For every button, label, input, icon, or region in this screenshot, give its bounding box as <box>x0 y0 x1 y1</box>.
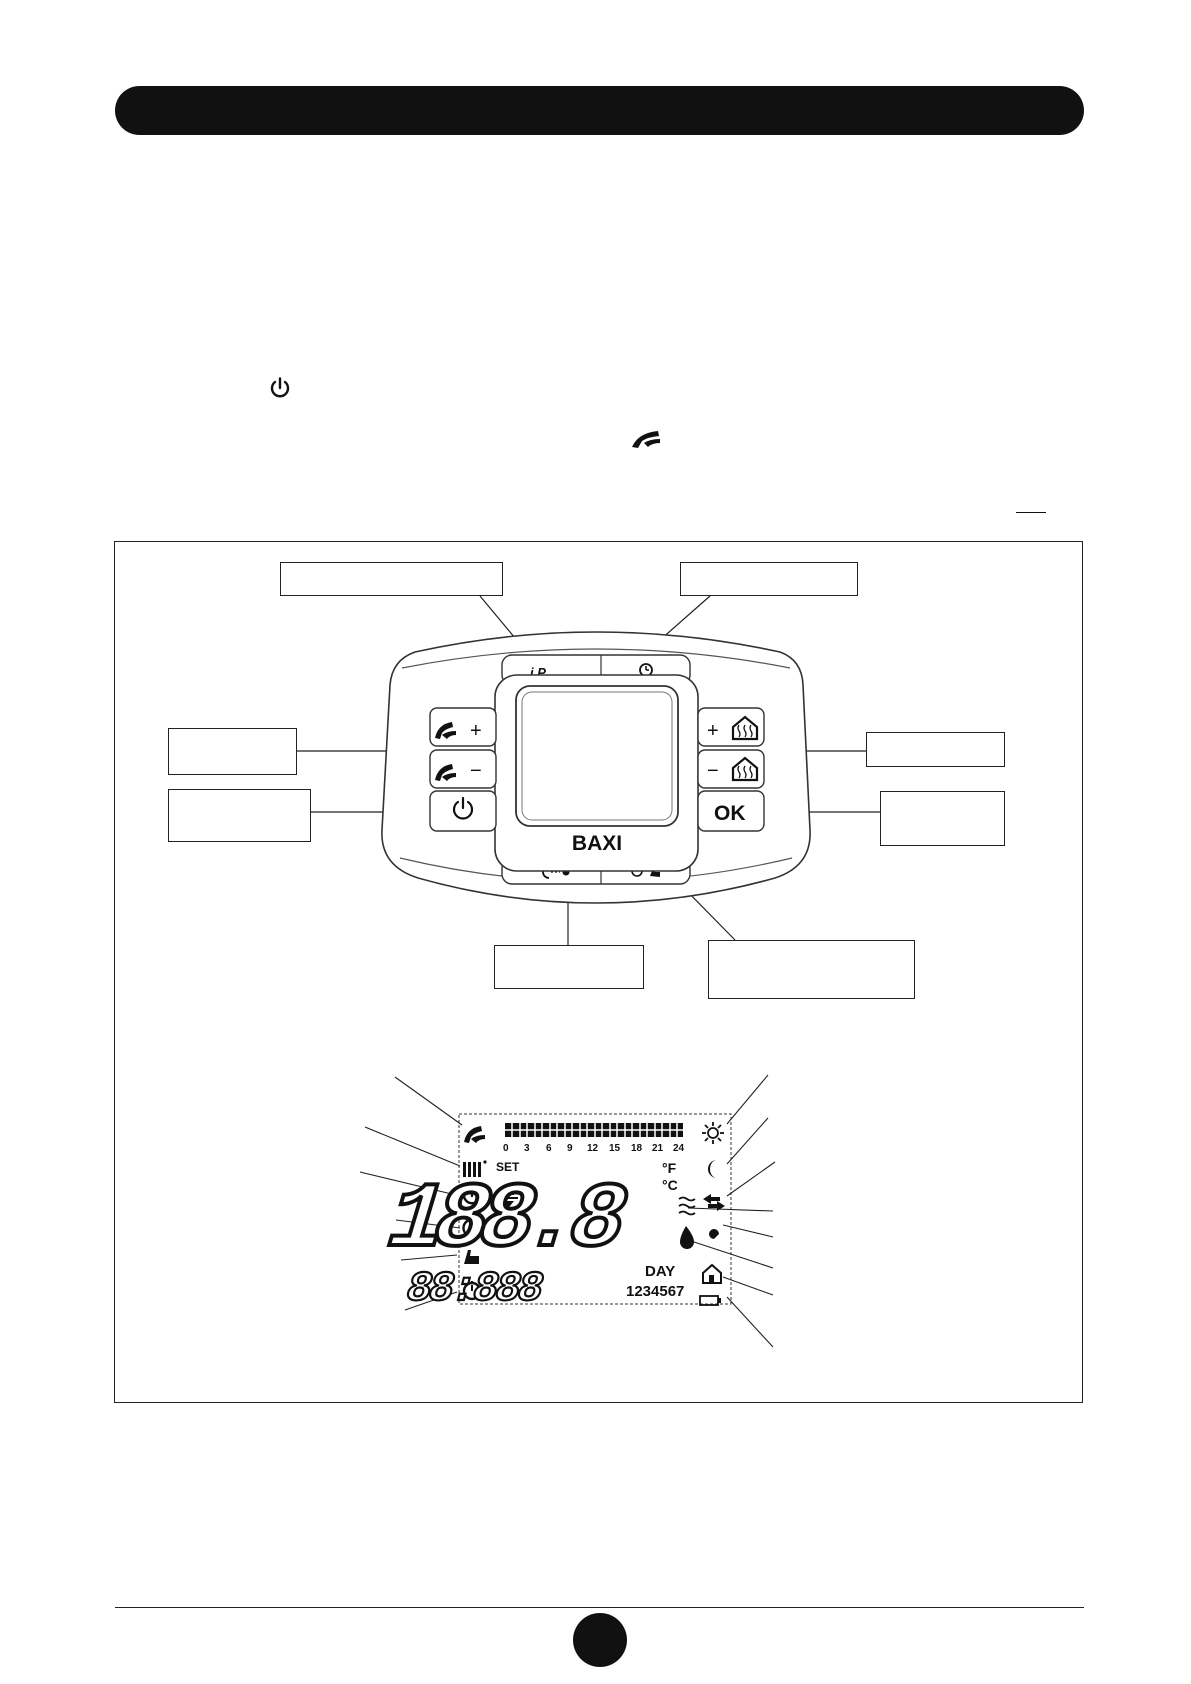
hour-0: 0 <box>503 1143 509 1154</box>
figure-frame <box>114 541 1083 1403</box>
brand-logo: BAXI <box>572 832 622 855</box>
dhw-plus-button[interactable]: + <box>470 720 482 742</box>
callout-comfort-eco-button <box>494 945 644 989</box>
hour-6: 6 <box>546 1143 552 1154</box>
page-number-badge <box>573 1613 627 1667</box>
main-temperature-digits: 188.8 <box>384 1168 630 1273</box>
footer-rule <box>115 1607 1084 1608</box>
hour-scale: 0 3 6 9 12 15 18 21 24 <box>503 1143 685 1154</box>
hour-12: 12 <box>587 1143 599 1154</box>
hour-18: 18 <box>631 1143 643 1154</box>
ok-button[interactable]: OK <box>714 802 746 825</box>
moon-icon <box>708 1160 717 1178</box>
unit-fahrenheit: °F <box>662 1160 677 1176</box>
arrow-down-icon <box>498 1201 514 1211</box>
dhw-minus-button[interactable]: − <box>470 760 482 782</box>
time-digits: 88:888 <box>405 1265 544 1313</box>
dhw-tap-icon <box>464 1126 482 1143</box>
callout-heating-buttons <box>866 732 1005 767</box>
swap-arrows-icon <box>703 1194 725 1211</box>
section-title-bar <box>115 86 1084 135</box>
hour-24: 24 <box>673 1143 685 1154</box>
callout-ok-button <box>880 791 1005 846</box>
power-icon <box>462 1183 482 1205</box>
set-label: SET <box>496 1160 520 1174</box>
battery-icon <box>699 1295 721 1306</box>
hour-15: 15 <box>609 1143 621 1154</box>
waves-icon <box>678 1196 696 1216</box>
callout-dhw-buttons <box>168 728 297 775</box>
arrow-up-icon <box>498 1185 514 1195</box>
dhw-tap-icon <box>632 431 660 448</box>
short-rule <box>1016 512 1046 513</box>
power-icon <box>270 377 290 398</box>
callout-onoff-button <box>168 789 311 842</box>
hour-3: 3 <box>524 1143 530 1154</box>
hand-manual-icon <box>464 1250 479 1264</box>
unit-celsius: °C <box>662 1177 678 1193</box>
flame-icon <box>680 1226 694 1249</box>
day-label: DAY <box>645 1263 675 1280</box>
home-icon <box>702 1263 722 1284</box>
heat-minus-button[interactable]: − <box>707 760 719 782</box>
wrench-icon <box>703 1229 719 1250</box>
callout-info-button <box>280 562 503 596</box>
hour-21: 21 <box>652 1143 664 1154</box>
timer-icon <box>462 1281 482 1301</box>
callout-program-button <box>680 562 858 596</box>
callout-auto-manual-button <box>708 940 915 999</box>
heat-plus-button[interactable]: + <box>707 720 719 742</box>
hour-9: 9 <box>567 1143 573 1154</box>
day-numbers: 1234567 <box>626 1283 684 1300</box>
clock-icon <box>462 1218 482 1238</box>
radiator-icon <box>463 1160 487 1177</box>
sun-icon <box>702 1122 724 1144</box>
